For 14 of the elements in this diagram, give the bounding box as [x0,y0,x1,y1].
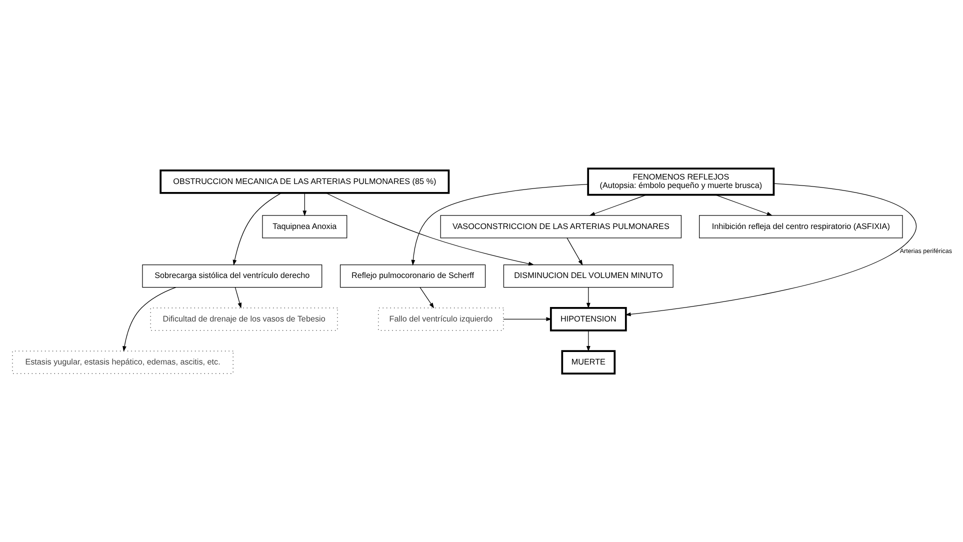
arrow [419,287,434,308]
arrow [714,194,772,216]
arrow [324,192,534,266]
arrow [502,317,552,322]
arrow [410,184,588,266]
arrow [232,192,282,266]
arrow [122,286,176,352]
arrow [586,330,590,352]
arrow [566,238,582,266]
arrow [234,287,242,309]
arrow [586,287,590,309]
arrow [302,192,306,216]
arrow [624,183,916,316]
arrow [588,194,646,216]
